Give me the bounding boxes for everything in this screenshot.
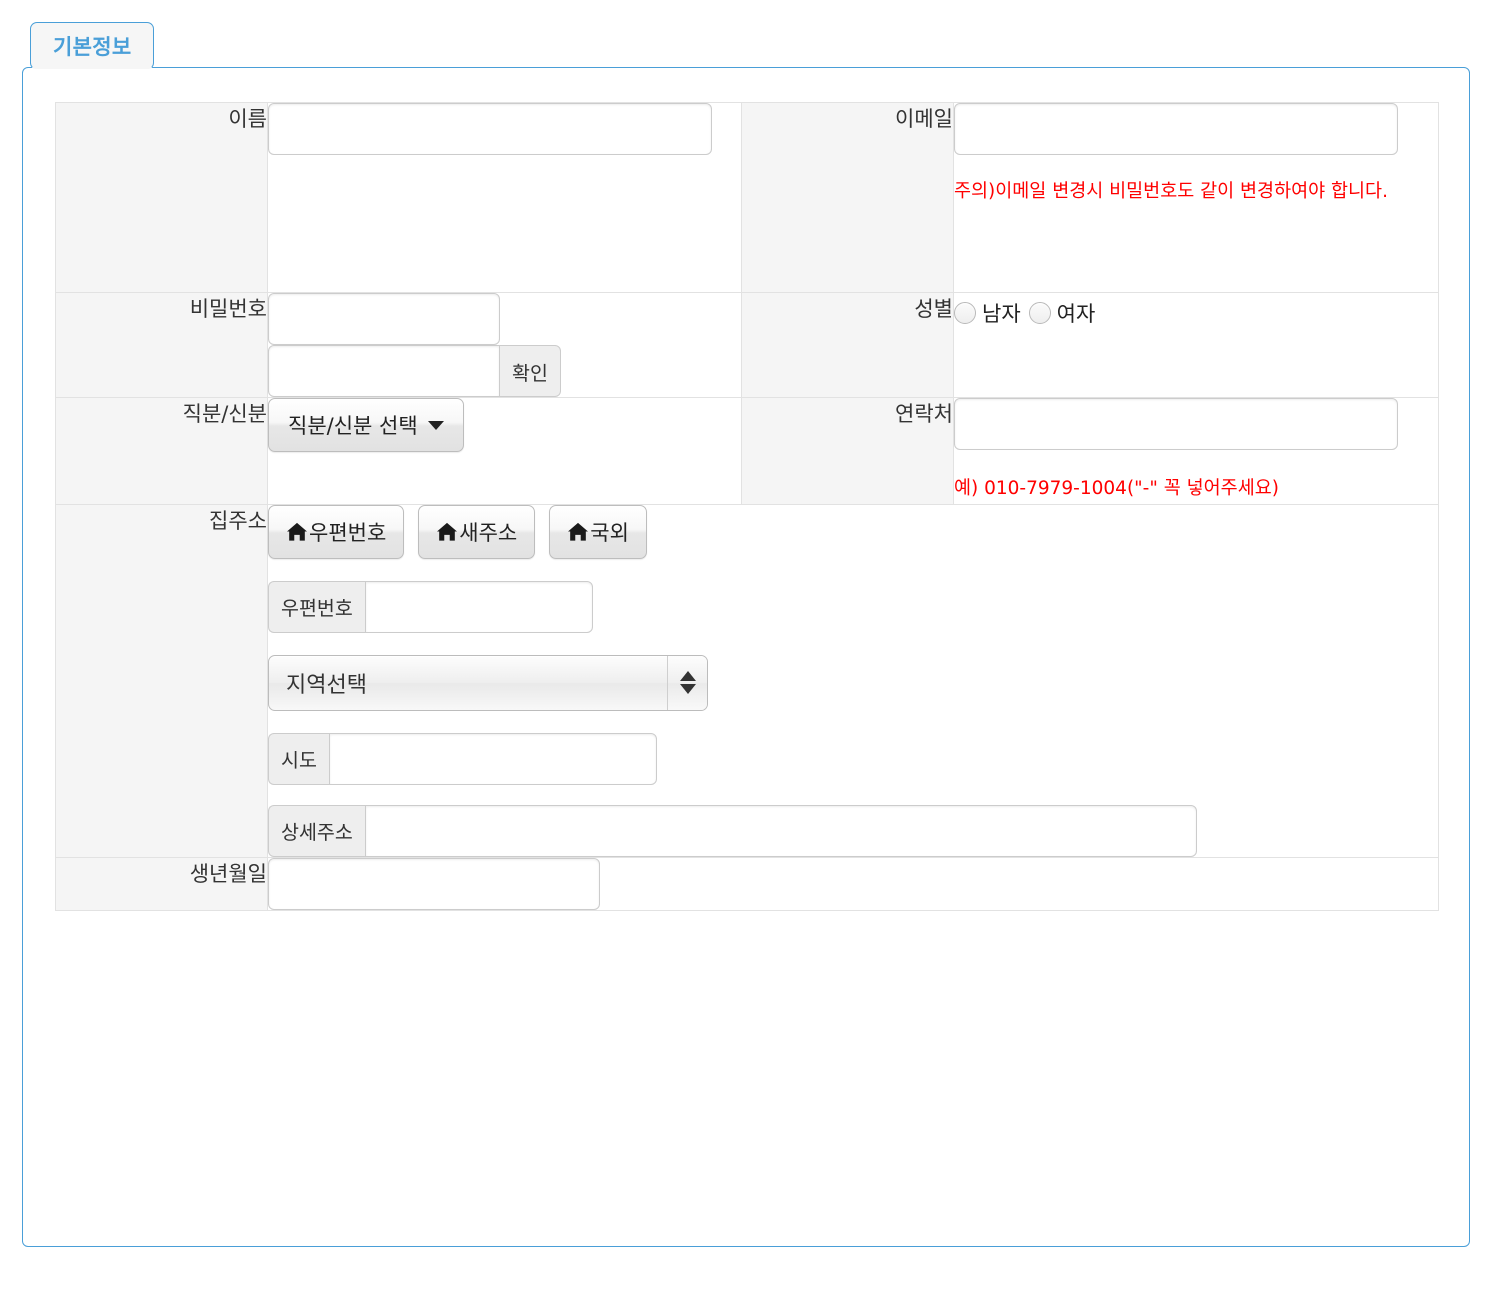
select-arrows-icon[interactable] [667,655,707,710]
new-address-button[interactable]: 새주소 [418,504,536,559]
label-email: 이메일 [895,107,953,131]
label-cell-contact: 연락처 [741,397,954,505]
arrow-down-icon [679,684,696,695]
birthday-input[interactable] [268,857,600,910]
label-cell-password: 비밀번호 [55,292,268,398]
zipcode-input[interactable] [364,580,593,633]
tab-basic-info-label: 기본정보 [53,34,132,59]
label-password: 비밀번호 [189,297,267,321]
detail-address-addon-label: 상세주소 [268,804,365,857]
field-cell-email: 주의)이메일 변경시 비밀번호도 같이 변경하여야 합니다. [953,102,1439,293]
radio-circle-icon[interactable] [1028,302,1051,324]
table-row-address: 집주소 우편번호 [55,503,1439,858]
password-confirm-button[interactable]: 확인 [500,345,561,397]
gender-radio-female[interactable]: 여자 [1028,298,1096,328]
region-select-value: 지역선택 [286,672,367,698]
position-dropdown-label: 직분/신분 선택 [288,414,418,438]
label-birthday: 생년월일 [189,861,267,886]
table-row-password-gender: 비밀번호 확인 성별 [55,292,1439,398]
label-cell-email: 이메일 [741,102,954,293]
label-cell-position: 직분/신분 [55,397,268,505]
address-lookup-button-row: 우편번호 새주소 [268,504,1438,559]
label-name: 이름 [228,107,267,131]
home-icon [286,522,308,542]
field-cell-position: 직분/신분 선택 [267,397,742,505]
region-select[interactable]: 지역선택 [268,654,708,711]
panel-body: 이름 이메일 주의)이메일 변경시 비밀번호도 같이 변경하여야 합니다. [22,67,1470,1247]
home-icon [567,522,589,542]
field-cell-password: 확인 [267,292,742,398]
position-dropdown-button[interactable]: 직분/신분 선택 [268,398,464,452]
email-warning-text: 주의)이메일 변경시 비밀번호도 같이 변경하여야 합니다. [954,181,1388,202]
chevron-down-icon [427,420,444,430]
label-cell-birthday: 생년월일 [55,856,268,911]
arrow-up-icon [679,671,696,682]
overseas-address-button[interactable]: 국외 [549,504,647,559]
detail-address-input-group: 상세주소 [268,804,1438,857]
zipcode-lookup-button[interactable]: 우편번호 [268,504,405,559]
home-icon [436,522,458,542]
gender-radio-group: 남자 여자 [954,293,1438,328]
sido-input[interactable] [328,732,657,785]
basic-info-panel: 기본정보 이름 이메일 [22,22,1470,1247]
gender-radio-male-label: 남자 [982,302,1021,326]
field-cell-birthday [267,856,1439,911]
field-cell-name [267,102,742,293]
zipcode-lookup-label: 우편번호 [309,520,387,545]
gender-radio-female-label: 여자 [1056,302,1096,326]
radio-circle-icon[interactable] [954,302,976,324]
tab-basic-info[interactable]: 기본정보 [30,22,155,69]
table-row-birthday: 생년월일 [55,856,1439,911]
overseas-address-label: 국외 [590,520,629,545]
sido-addon-label: 시도 [268,732,329,785]
field-cell-gender: 남자 여자 [953,292,1439,398]
email-input[interactable] [954,103,1398,155]
table-row-position-contact: 직분/신분 직분/신분 선택 연락처 예) 010-7979-1004("-" … [55,397,1439,505]
table-row-name-email: 이름 이메일 주의)이메일 변경시 비밀번호도 같이 변경하여야 합니다. [55,102,1439,293]
label-address: 집주소 [209,508,267,533]
label-cell-name: 이름 [55,102,268,293]
panel-tab-strip: 기본정보 [22,22,1470,69]
password-confirm-input[interactable] [268,345,500,397]
field-cell-contact: 예) 010-7979-1004("-" 꼭 넣어주세요) [953,397,1439,505]
detail-address-input[interactable] [364,804,1197,857]
sido-input-group: 시도 [268,732,1438,785]
label-cell-address: 집주소 [55,503,268,858]
contact-hint-text: 예) 010-7979-1004("-" 꼭 넣어주세요) [954,478,1279,499]
contact-input[interactable] [954,398,1398,450]
zipcode-addon-label: 우편번호 [268,580,365,633]
name-input[interactable] [268,103,712,155]
gender-radio-male[interactable]: 남자 [954,298,1021,328]
new-address-label: 새주소 [459,520,518,545]
basic-info-form-table: 이름 이메일 주의)이메일 변경시 비밀번호도 같이 변경하여야 합니다. [55,102,1439,911]
label-position: 직분/신분 [182,402,267,426]
label-contact: 연락처 [895,402,953,426]
label-cell-gender: 성별 [741,292,954,398]
label-gender: 성별 [914,297,953,321]
password-confirm-group: 확인 [268,345,570,397]
field-cell-address: 우편번호 새주소 [267,503,1439,858]
zipcode-input-group: 우편번호 [268,580,1438,633]
password-input[interactable] [268,293,500,345]
